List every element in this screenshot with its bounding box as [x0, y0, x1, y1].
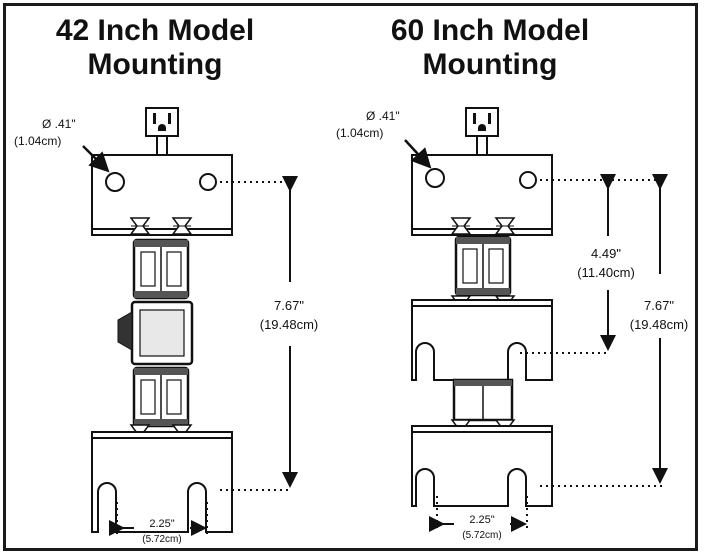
left-width-label: 2.25": [149, 518, 174, 530]
right-hole-dia-cm-label: (1.04cm): [336, 126, 383, 140]
right-mount-hole-1: [425, 168, 445, 188]
right-mount-hole-2: [519, 171, 537, 189]
title-60-line1: 60 Inch Model: [390, 14, 590, 47]
title-42-line2: Mounting: [87, 48, 223, 81]
right-height-label: 7.67": [644, 298, 674, 313]
right-mount-assembly: [404, 107, 668, 532]
left-hole-dia-cm-label: (1.04cm): [14, 134, 61, 148]
left-mount-hole-1: [105, 172, 125, 192]
left-height-label: 7.67": [274, 298, 304, 313]
title-42-inch: 42 Inch Model Mounting: [20, 14, 290, 82]
title-42-line1: 42 Inch Model: [55, 14, 255, 47]
left-height-cm-label: (19.48cm): [260, 317, 319, 332]
title-60-line2: Mounting: [422, 48, 558, 81]
left-mount-assembly: [82, 107, 298, 536]
figure-frame: [3, 3, 698, 551]
right-hole-dia-label: Ø .41": [366, 109, 400, 123]
right-mid-height-label: 4.49": [591, 246, 621, 261]
left-width-cm-label: (5.72cm): [142, 534, 181, 545]
right-width-cm-label: (5.72cm): [462, 530, 501, 541]
right-mid-height-cm-label: (11.40cm): [577, 265, 635, 280]
right-width-label: 2.25": [469, 514, 494, 526]
left-hole-dia-label: Ø .41": [42, 117, 76, 131]
title-60-inch: 60 Inch Model Mounting: [340, 14, 640, 82]
right-height-cm-label: (19.48cm): [630, 317, 689, 332]
left-mount-hole-2: [199, 173, 217, 191]
